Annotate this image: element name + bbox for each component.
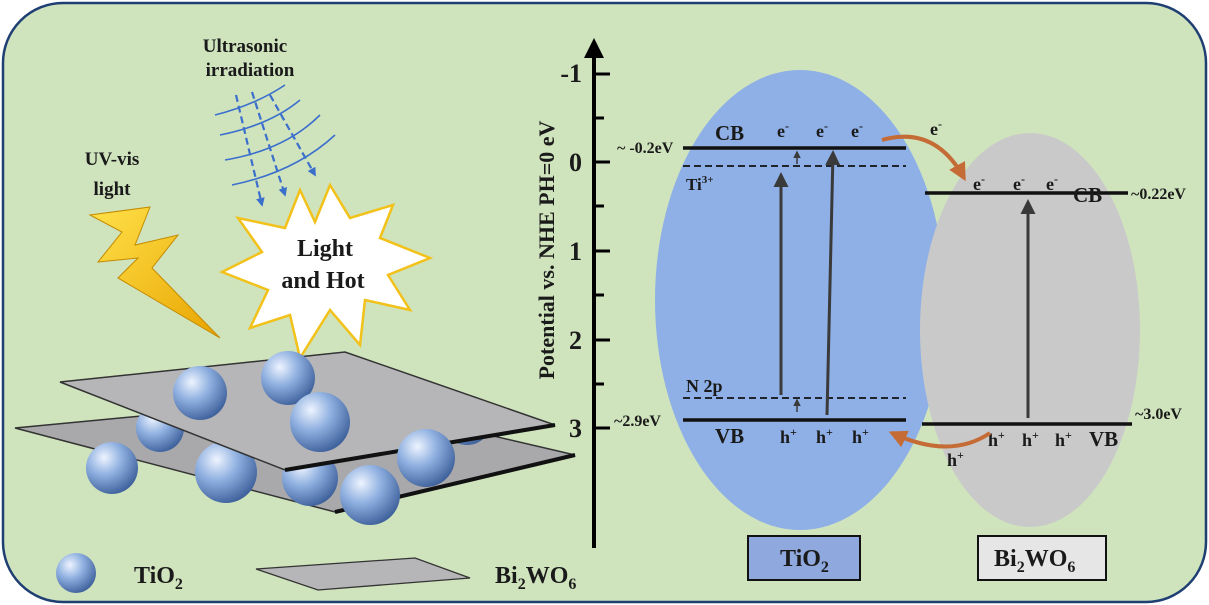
electron-transfer-arrow <box>881 134 966 182</box>
tick-label-minus1: -1 <box>560 59 582 88</box>
transfer-hole-label: h+ <box>947 448 964 470</box>
bi2wo6-hole-3: h+ <box>1055 428 1072 450</box>
ultrasonic-label-line1: Ultrasonic <box>203 36 287 57</box>
tio2-box <box>747 535 861 581</box>
tio2-box-label: TiO2 <box>780 546 829 576</box>
tio2-electron-3: e- <box>851 119 863 141</box>
tio2-hole-1: h+ <box>780 425 797 447</box>
uv-vis-label-line1: UV-vis <box>85 149 140 170</box>
starburst-text-line1: Light <box>297 236 353 262</box>
tick-label-3: 3 <box>569 414 582 443</box>
tio2-electron-1: e- <box>777 119 789 141</box>
bi2wo6-hole-2: h+ <box>1022 428 1039 450</box>
tio2-hole-2: h+ <box>816 425 833 447</box>
legend: TiO2 Bi2WO6 <box>56 553 576 593</box>
tio2-electron-2: e- <box>816 119 828 141</box>
bi2wo6-vb-value: ~3.0eV <box>1135 406 1182 423</box>
bi2wo6-sheet-icon <box>255 557 471 591</box>
bi2wo6-cb-value: ~0.22eV <box>1131 186 1186 203</box>
tick-label-1: 1 <box>569 237 582 266</box>
tio2-vb-label: VB <box>715 424 744 448</box>
bi2wo6-hole-1: h+ <box>988 428 1005 450</box>
legend-tio2-label: TiO2 <box>134 563 183 593</box>
bi2wo6-electron-2: e- <box>1013 172 1025 194</box>
tio2-ellipse <box>655 70 945 530</box>
bi2wo6-box-label: Bi2WO6 <box>994 546 1075 576</box>
ultrasonic-label-line2: irradiation <box>206 60 295 81</box>
bi2wo6-cb-label: CB <box>1073 183 1102 207</box>
ti3-label: Ti3+ <box>686 174 714 194</box>
transfer-electron-label: e- <box>930 117 942 139</box>
scene-illustration: Ultrasonic irradiation UV-vis light Ligh… <box>14 36 576 525</box>
bi2wo6-ellipse <box>920 133 1140 527</box>
tio2-cb-value: ~ -0.2eV <box>617 140 674 157</box>
excitation-arrows <box>773 150 1036 418</box>
bi2wo6-electron-1: e- <box>973 172 985 194</box>
bi2wo6-box <box>977 535 1107 581</box>
sound-waves-icon <box>214 84 336 186</box>
lightning-bolt-icon <box>88 206 221 339</box>
band-diagram: -1 0 1 2 3 Potential vs. NHE PH=0 eV ~ -… <box>534 38 1186 581</box>
axis-title: Potential vs. NHE PH=0 eV <box>534 120 559 379</box>
starburst-text-line2: and Hot <box>281 268 364 294</box>
hole-transfer-arrow <box>888 430 992 449</box>
tio2-sphere-icon <box>56 553 96 593</box>
tio2-hole-3: h+ <box>852 425 869 447</box>
n2p-label: N 2p <box>686 376 723 396</box>
legend-bi2wo6-label: Bi2WO6 <box>495 563 576 593</box>
axis-ticks <box>594 72 610 430</box>
uv-vis-label-line2: light <box>94 179 132 200</box>
tick-label-0: 0 <box>569 148 582 177</box>
tick-label-2: 2 <box>569 326 582 355</box>
bi2wo6-electron-3: e- <box>1046 172 1058 194</box>
tio2-vb-value: ~2.9eV <box>614 413 661 430</box>
composite-structure <box>14 351 576 525</box>
bi2wo6-vb-label: VB <box>1089 427 1118 451</box>
tio2-cb-label: CB <box>715 121 744 145</box>
ultrasound-arrows <box>234 91 316 207</box>
